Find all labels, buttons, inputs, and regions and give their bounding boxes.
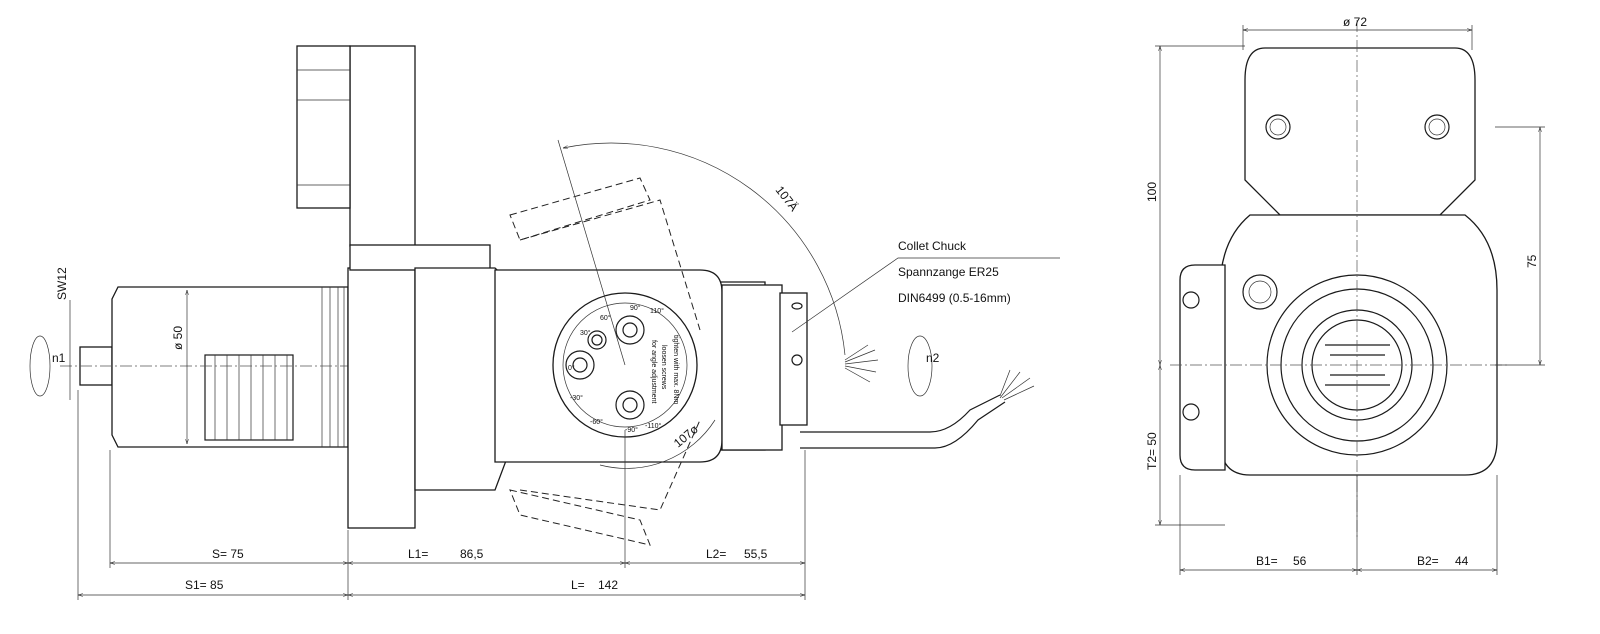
shank-diameter: ø 50 bbox=[171, 326, 185, 350]
dim-b1-label: B1= bbox=[1256, 554, 1278, 568]
collet-spec: Spannzange ER25 bbox=[898, 265, 999, 279]
dial-tick-label: 30° bbox=[580, 329, 591, 337]
dial-note: for angle adjustment bbox=[650, 340, 657, 403]
dim-top-diameter: ø 72 bbox=[1343, 15, 1367, 29]
thread bbox=[204, 354, 294, 441]
dial-tick-label: 90° bbox=[630, 304, 641, 312]
dim-l2-label: L2= bbox=[706, 547, 726, 561]
top-block bbox=[1244, 47, 1476, 216]
collet-label: Collet Chuck bbox=[898, 239, 967, 253]
dim-l2-value: 55,5 bbox=[744, 547, 768, 561]
swing-arc bbox=[563, 142, 846, 356]
dim-l1-label: L1= bbox=[408, 547, 428, 561]
dim-b2-value: 44 bbox=[1455, 554, 1469, 568]
hex-nut bbox=[296, 45, 351, 209]
dial-note: loosen screws bbox=[660, 345, 667, 390]
collet-standard: DIN6499 (0.5-16mm) bbox=[898, 291, 1011, 305]
front-view: ø 72 100 75 T2= 50 B1= 56 B2= 44 bbox=[1145, 15, 1545, 575]
dial-tick-label: 60° bbox=[600, 314, 611, 322]
dial-note: tighten with max. 8Nm bbox=[672, 335, 679, 404]
dim-height: 100 bbox=[1145, 182, 1159, 202]
dim-l-label: L= bbox=[571, 578, 585, 592]
collet-leader-line bbox=[791, 257, 1060, 333]
dim-l1-value: 86,5 bbox=[460, 547, 484, 561]
collet-housing bbox=[721, 284, 783, 451]
dim-b1-value: 56 bbox=[1293, 554, 1307, 568]
dim-l-value: 142 bbox=[598, 578, 618, 592]
side-view: 90° 110° 60° 30° 0° -30° -60° -90° -110°… bbox=[29, 45, 1060, 600]
dim-s1: S1= 85 bbox=[185, 578, 224, 592]
dial-tick-label: -90° bbox=[625, 426, 638, 434]
svg-text:n1: n1 bbox=[52, 351, 66, 365]
rotated-position-outlines bbox=[509, 177, 701, 546]
dim-s: S= 75 bbox=[212, 547, 244, 561]
dial-tick-label: -60° bbox=[590, 418, 603, 426]
svg-text:n2: n2 bbox=[926, 351, 940, 365]
shank bbox=[111, 286, 349, 448]
rotation-n2: n2 bbox=[907, 335, 940, 397]
mounting-plate bbox=[349, 45, 416, 247]
dim-75: 75 bbox=[1525, 254, 1539, 268]
side-lug bbox=[1179, 264, 1226, 471]
dim-t2: T2= 50 bbox=[1145, 432, 1159, 470]
dial-tick-label: -110° bbox=[645, 422, 661, 430]
flange bbox=[347, 267, 416, 529]
dial-tick-label: -30° bbox=[570, 394, 583, 402]
dial-tick-label: 0° bbox=[568, 364, 575, 372]
dial-tick-label: 110° bbox=[650, 307, 664, 315]
swing-angle-label: 107Ä bbox=[773, 183, 801, 214]
coolant-cable bbox=[800, 394, 1001, 433]
collet-nut bbox=[779, 292, 808, 426]
dim-b2-label: B2= bbox=[1417, 554, 1439, 568]
rotation-n1: n1 bbox=[29, 335, 66, 397]
sw-dimension: SW12 bbox=[55, 267, 69, 300]
